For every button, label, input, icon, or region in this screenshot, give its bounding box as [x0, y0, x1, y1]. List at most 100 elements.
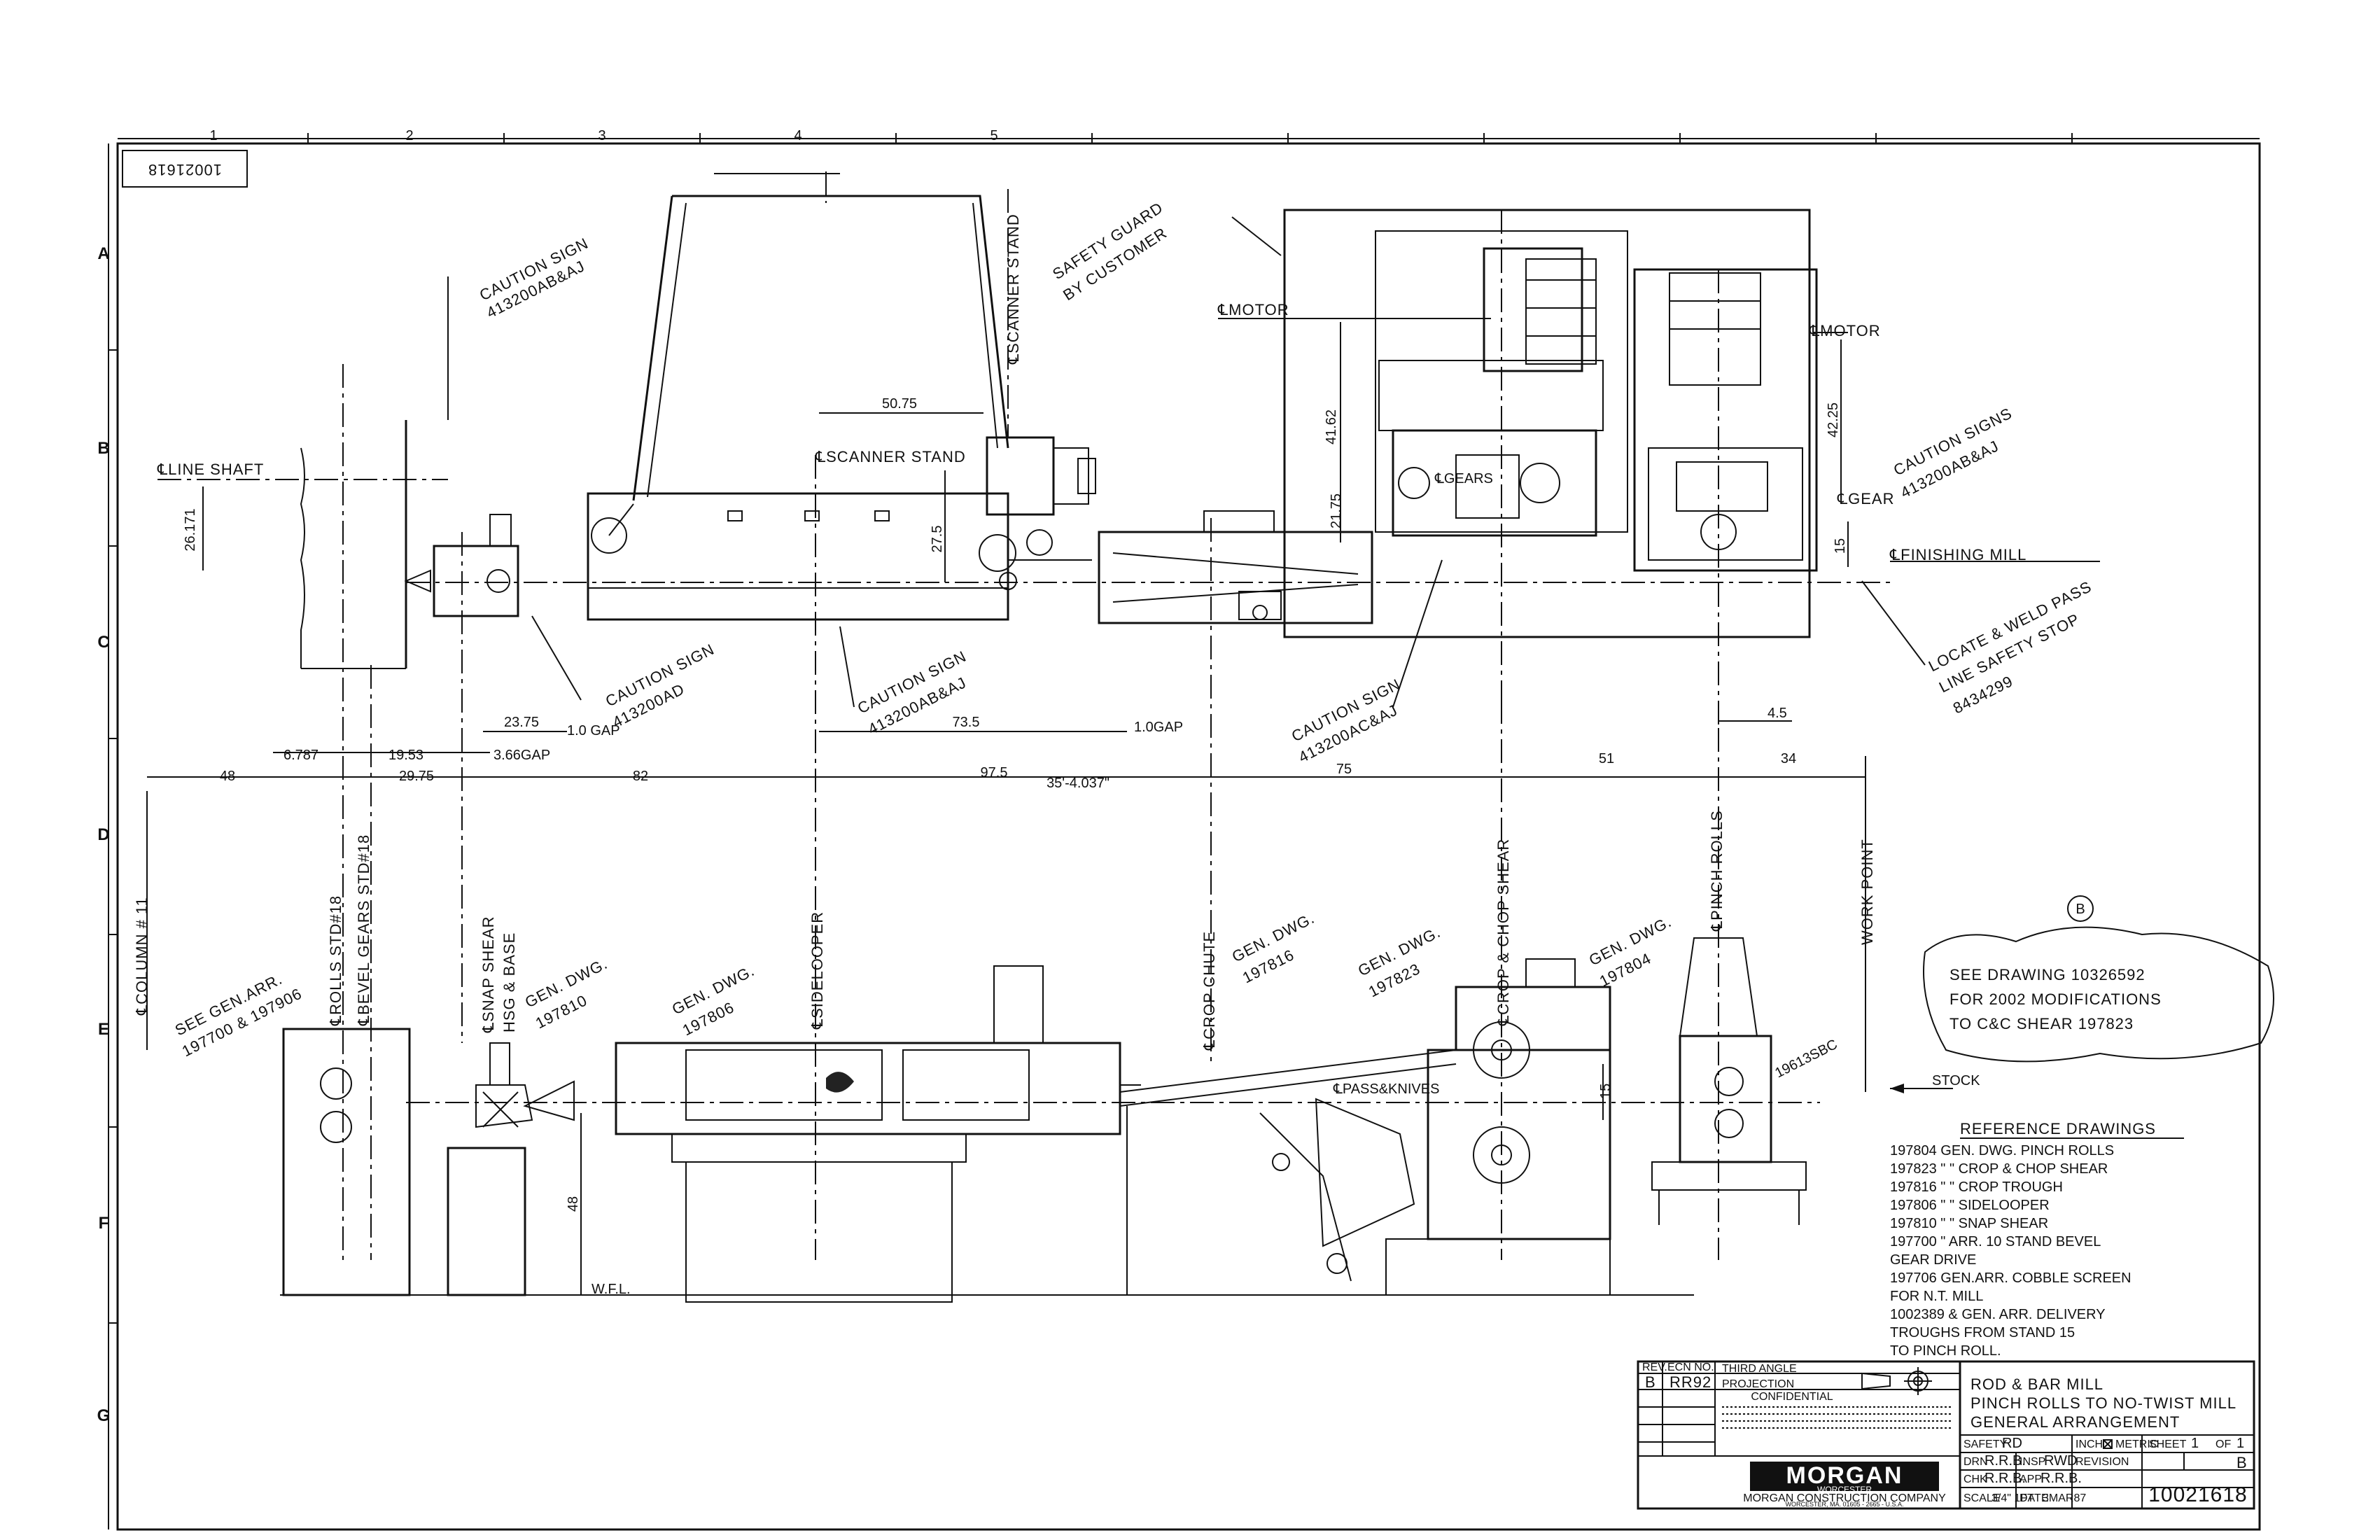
sidelooper-pedestal — [685, 1161, 953, 1303]
revision-mark-letter: B — [2076, 902, 2085, 917]
safety-guard-outline — [1283, 209, 1811, 638]
of-label: OF — [2216, 1438, 2231, 1450]
dim-1953: 19.53 — [388, 748, 424, 763]
stamp-number: 10021618 — [148, 161, 222, 178]
date-label: DATE — [2019, 1492, 2048, 1504]
drawing-border — [108, 138, 2261, 1531]
side-view: ℄COLUMN # 11 SEE GEN.ARR. 197700 & 19790… — [133, 810, 1980, 1303]
column-label: ℄COLUMN # 11 — [133, 897, 150, 1016]
scale-label: SCALE — [1963, 1492, 2000, 1504]
sheet-label: SHEET — [2149, 1438, 2187, 1450]
motor-label-left: ℄MOTOR — [1217, 301, 1289, 318]
note-line-2: FOR 2002 MODIFICATIONS — [1949, 990, 2162, 1008]
morgan-logo — [1750, 1462, 1939, 1491]
reference-row-3: 197816 " " CROP TROUGH — [1890, 1180, 2063, 1195]
projection-label: PROJECTION — [1722, 1378, 1794, 1390]
pinch-roll-housing-plan — [1633, 268, 1818, 572]
crop-chute-elevation — [1126, 1106, 1330, 1296]
company-name: MORGAN CONSTRUCTION COMPANY — [1743, 1492, 1946, 1504]
rev-value: B — [1645, 1373, 1656, 1391]
note-cloud — [1923, 926, 2274, 1063]
metric-label: METRIC — [2115, 1438, 2158, 1450]
insp-label: INSP — [2019, 1456, 2045, 1468]
zone-col-1: 1 — [209, 128, 217, 144]
reference-row-10: 1002389 & GEN. ARR. DELIVERY — [1890, 1307, 2106, 1322]
zone-col-4: 4 — [794, 128, 802, 144]
reference-row-6: 197700 " ARR. 10 STAND BEVEL — [1890, 1234, 2101, 1250]
crop-chute-label: ℄CROP CHUTE — [1200, 931, 1218, 1051]
note-line-1: SEE DRAWING 10326592 — [1949, 966, 2146, 983]
top-view: ℄LINE SHAFT 26.171 CAUTION SIGN 413200AB… — [157, 172, 2100, 766]
ecn-value: RR92 — [1670, 1373, 1712, 1391]
reference-row-12: TO PINCH ROLL. — [1890, 1343, 2001, 1359]
sidelooper-label: ℄SIDELOOPER — [808, 911, 826, 1030]
title-line-2: PINCH ROLLS TO NO-TWIST MILL — [1970, 1394, 2236, 1412]
scale-value: 3/4" 1FT — [1991, 1492, 2034, 1504]
app-label: APP — [2019, 1474, 2042, 1485]
zone-row-g: G — [97, 1406, 111, 1425]
modification-note: B SEE DRAWING 10326592 FOR 2002 MODIFICA… — [1923, 895, 2274, 1063]
part-number-label: 19613SBC — [1772, 1037, 1840, 1082]
zone-row-a: A — [97, 244, 109, 263]
reference-row-4: 197806 " " SIDELOOPER — [1890, 1198, 2050, 1213]
zone-row-c: C — [97, 633, 109, 652]
wfl-label: W.F.L. — [592, 1282, 631, 1297]
revision-label: REVISION — [2076, 1456, 2129, 1468]
sidelooper-plan — [587, 492, 1009, 621]
dim-275: 27.5 — [930, 526, 945, 553]
zone-row-f: F — [99, 1214, 109, 1233]
rolls-std-label: ℄ROLLS STD#18 — [327, 895, 344, 1026]
zone-row-d: D — [97, 825, 109, 844]
rev-header: REV. — [1642, 1362, 1667, 1373]
safety-label: SAFETY — [1963, 1438, 2008, 1450]
chk-label: CHK — [1963, 1474, 1987, 1485]
dim-75: 75 — [1336, 762, 1352, 777]
dimension-chain: 23.75 1.0 GAP 73.5 1.0GAP 6.787 19.53 3.… — [146, 364, 1866, 1260]
logo-main: MORGAN — [1786, 1462, 1903, 1489]
reference-row-8: 197706 GEN.ARR. COBBLE SCREEN — [1890, 1270, 2132, 1286]
reference-row-11: TROUGHS FROM STAND 15 — [1890, 1325, 2075, 1340]
zone-rows: A B C D E F G — [97, 244, 118, 1425]
dim-48-side: 48 — [566, 1196, 581, 1212]
dim-2175: 21.75 — [1329, 493, 1344, 528]
drn-value: R.R.B. — [1984, 1453, 2026, 1469]
column-break-line — [300, 447, 305, 668]
pinch-rolls-label: ℄PINCH ROLLS — [1708, 810, 1726, 932]
safety-value: RD — [2002, 1436, 2022, 1451]
dim-51: 51 — [1599, 751, 1614, 766]
dim-5075: 50.75 — [882, 396, 917, 412]
dim-34: 34 — [1781, 751, 1796, 766]
inch-checkbox — [2103, 1439, 2113, 1449]
dim-2975: 29.75 — [399, 769, 434, 784]
dim-82: 82 — [633, 769, 648, 784]
sheet-value: 1 — [2191, 1436, 2199, 1451]
dim-26171: 26.171 — [183, 508, 198, 551]
zone-row-e: E — [98, 1020, 109, 1039]
dim-45: 4.5 — [1768, 706, 1787, 721]
shear-gearbox-plan — [1392, 429, 1597, 537]
dim-4162: 41.62 — [1324, 410, 1339, 444]
zone-col-3: 3 — [598, 128, 606, 144]
crop-chop-shear-label: ℄CROP & CHOP SHEAR — [1494, 839, 1512, 1026]
note-line-3: TO C&C SHEAR 197823 — [1949, 1015, 2134, 1032]
snap-shear-plan — [433, 545, 519, 617]
dim-4225: 42.25 — [1826, 402, 1841, 438]
reference-row-2: 197823 " " CROP & CHOP SHEAR — [1890, 1161, 2108, 1177]
rolls-stand-18 — [282, 1028, 411, 1296]
third-angle-label: THIRD ANGLE — [1722, 1363, 1797, 1375]
revision-value: B — [2236, 1454, 2248, 1471]
shear-motor-plan — [1483, 247, 1583, 372]
scanner-stand-label: ℄SCANNER STAND — [815, 448, 966, 465]
company-address: WORCESTER, MA. 01605 - 2665 - U.S.A. — [1785, 1501, 1903, 1508]
reference-row-7: GEAR DRIVE — [1890, 1252, 1976, 1268]
dim-gap-1: 1.0 GAP — [567, 723, 620, 738]
logo-sub: WORCESTER — [1817, 1485, 1872, 1494]
crop-chute-plan — [1098, 531, 1373, 624]
title-line-1: ROD & BAR MILL — [1970, 1376, 2104, 1393]
title-line-3: GENERAL ARRANGEMENT — [1970, 1413, 2180, 1431]
dim-366gap: 3.66GAP — [493, 748, 550, 763]
projection-cone-icon — [1861, 1372, 1891, 1390]
dim-48: 48 — [220, 769, 235, 784]
drn-label: DRN — [1963, 1456, 1988, 1468]
insp-value: RWD — [2044, 1453, 2077, 1469]
